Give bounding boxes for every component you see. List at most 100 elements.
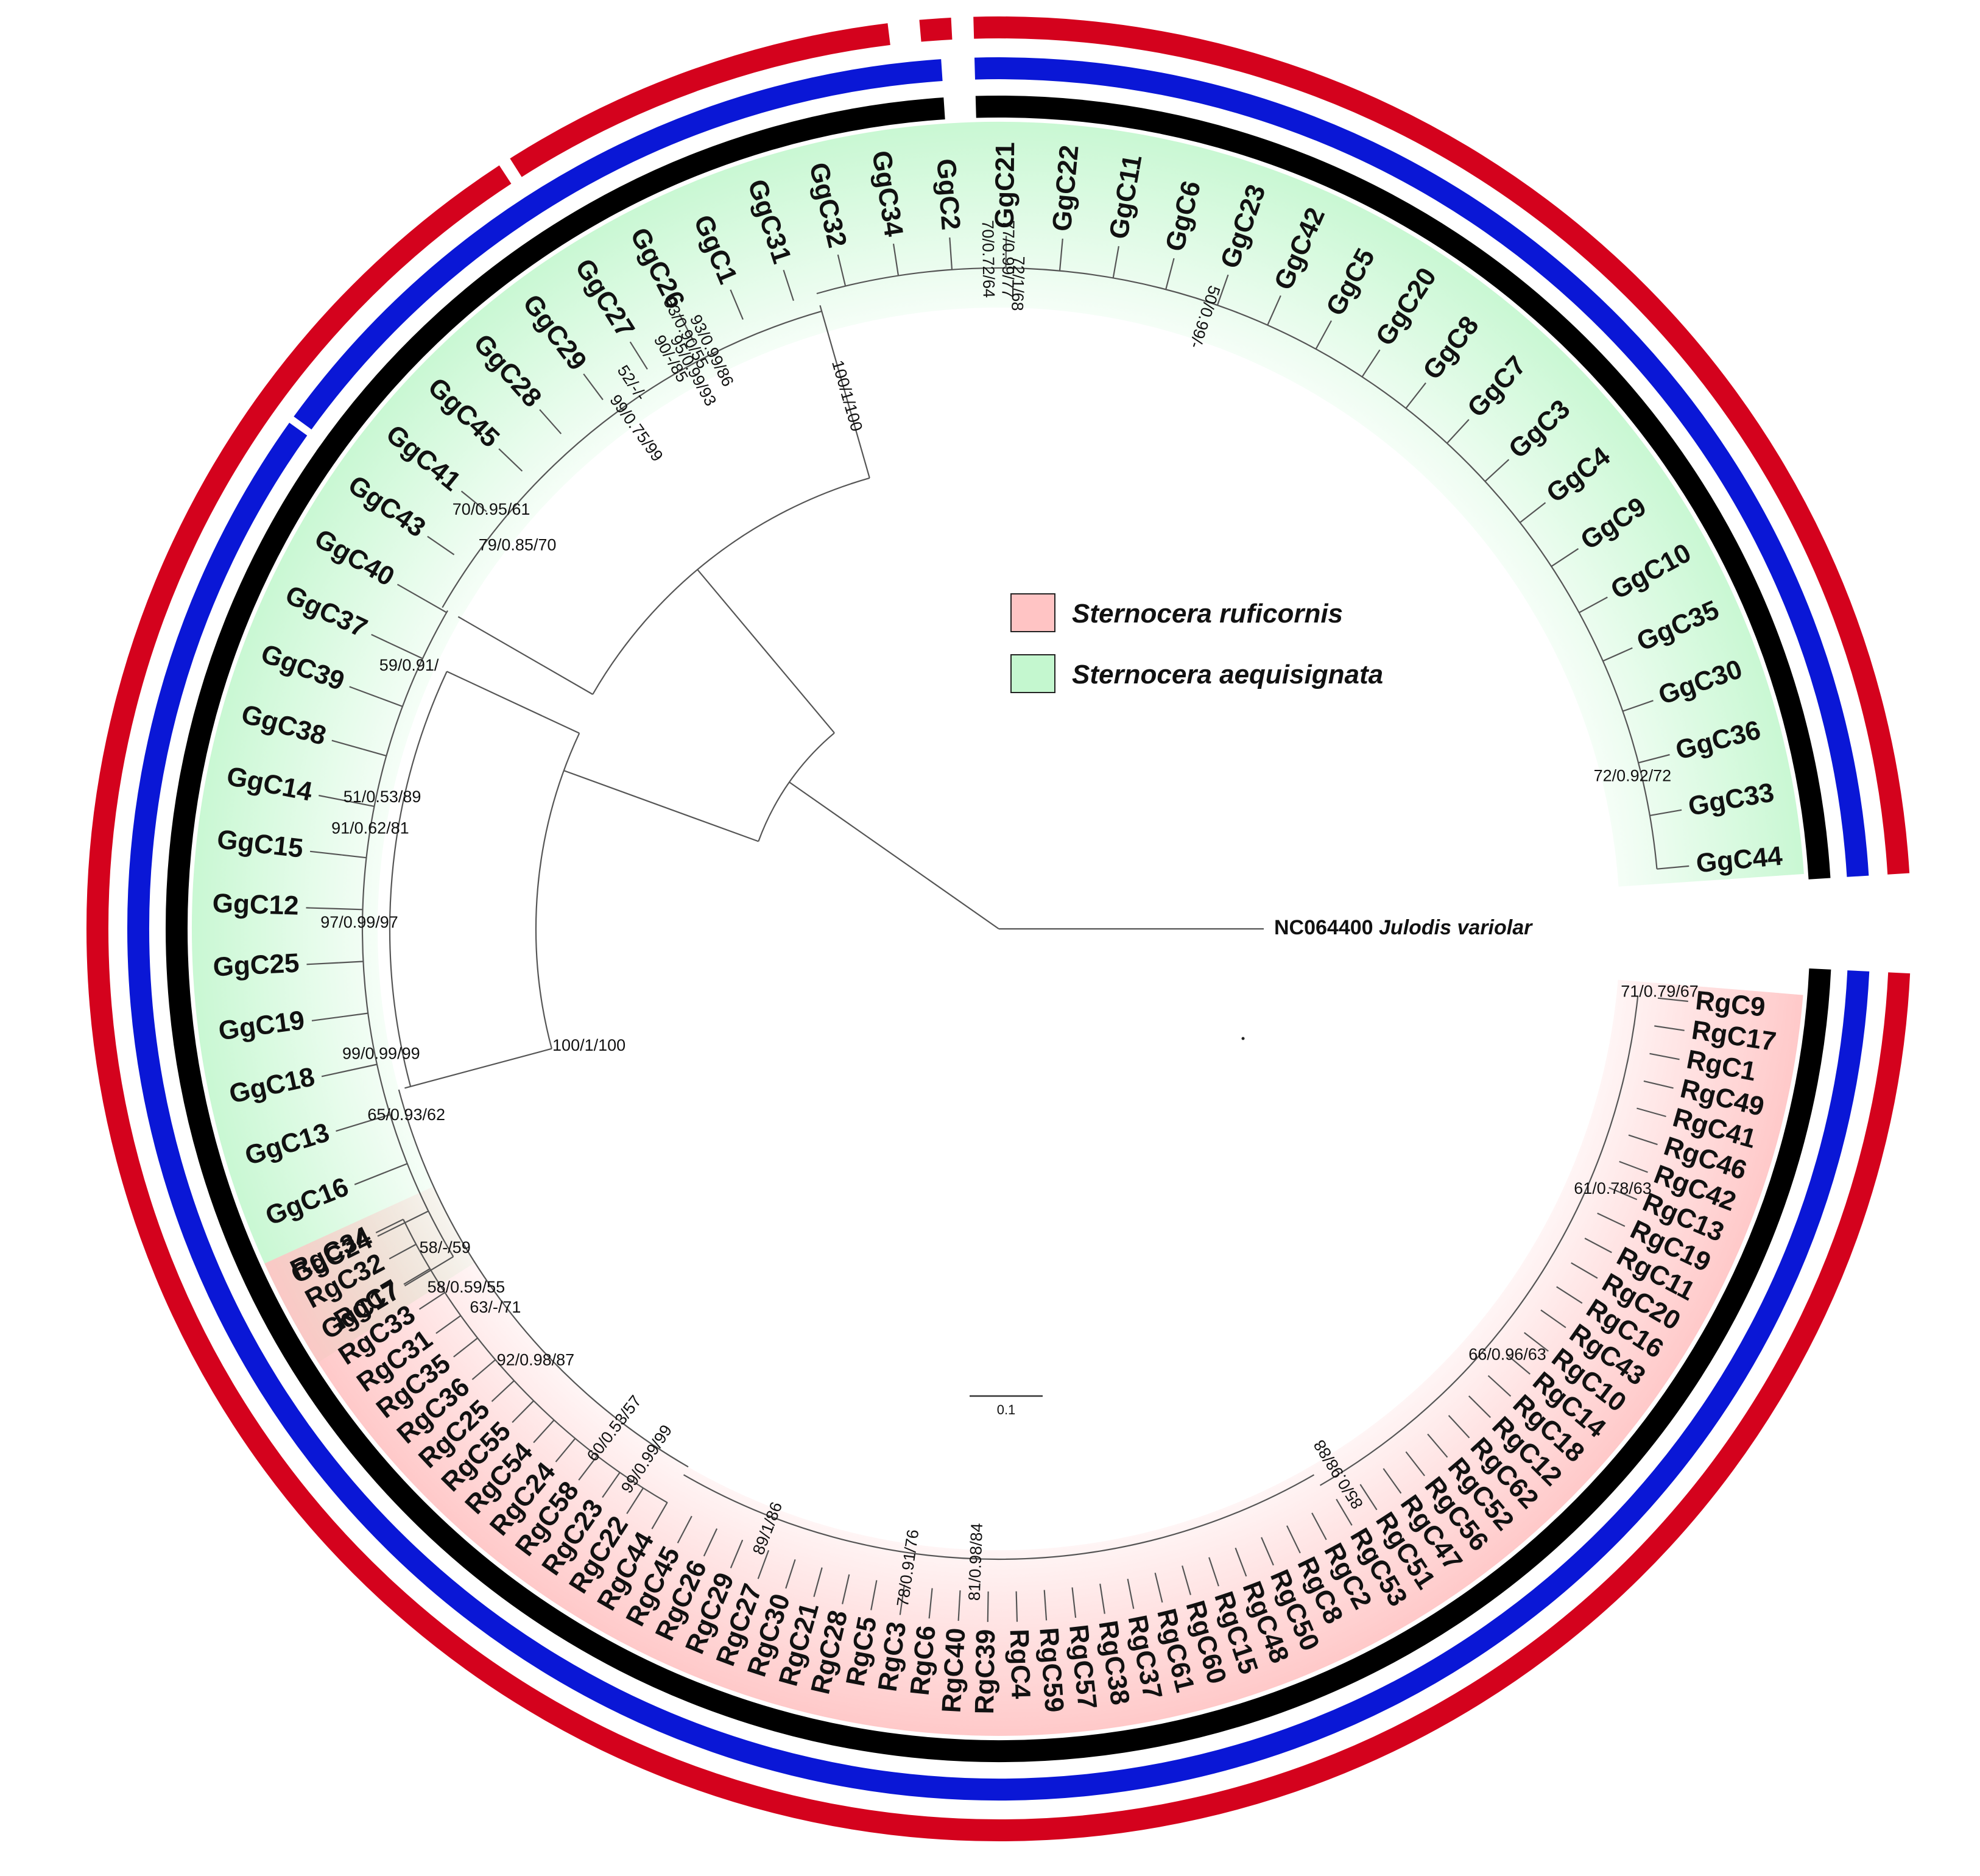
branch (1506, 1354, 1531, 1375)
tip-label: RgC4 (1004, 1629, 1036, 1700)
legend: Sternocera ruficornis Sternocera aequisi… (1010, 593, 1383, 693)
branch (539, 409, 562, 434)
branch (453, 1337, 478, 1358)
branch (1361, 349, 1381, 378)
branch (1520, 502, 1546, 523)
branch (1602, 647, 1633, 662)
branch (1336, 1498, 1353, 1526)
branch (396, 584, 426, 601)
branch (1286, 1525, 1301, 1554)
branch (1112, 246, 1119, 278)
branch (331, 739, 364, 750)
branch (389, 671, 448, 1087)
branch (1405, 382, 1426, 409)
branch (1383, 1468, 1402, 1494)
branch (344, 1012, 368, 1017)
branch (757, 1550, 770, 1579)
branch (678, 313, 695, 343)
branch (406, 1210, 429, 1223)
stray-dot (1241, 1037, 1245, 1040)
support-value: 58/-/59 (420, 1238, 471, 1257)
ptp-ring-label: PTP (1891, 906, 1911, 942)
branch (512, 1400, 534, 1423)
branch (342, 854, 367, 859)
outgroup-label: NC064400 Julodis variolar (1274, 916, 1533, 939)
branch (1182, 1565, 1191, 1595)
branch (1597, 1212, 1626, 1227)
branch (366, 1113, 390, 1123)
branch (377, 1221, 407, 1237)
branch (339, 961, 364, 964)
branch (309, 850, 342, 856)
branch (1216, 274, 1229, 306)
branch (306, 962, 339, 965)
branch (471, 1359, 496, 1380)
branch (899, 1584, 905, 1615)
branch (1319, 996, 1639, 1486)
branch (816, 267, 1658, 869)
support-value: 61/0.78/63 (1574, 1179, 1652, 1197)
support-value: 100/1/100 (828, 358, 866, 434)
branch (404, 1048, 552, 1089)
branch (1540, 1309, 1566, 1328)
branch (1608, 1187, 1638, 1201)
branch (362, 749, 387, 756)
branch (1059, 238, 1063, 271)
branch (1636, 1107, 1666, 1118)
abgd-ring-segment (166, 446, 1831, 1763)
branch (1267, 295, 1281, 326)
tree-branches (306, 236, 1689, 1622)
branch (1638, 753, 1670, 764)
branch (730, 1539, 744, 1568)
support-value: 70/0.95/61 (453, 500, 530, 518)
legend-swatch-ruficornis (1010, 593, 1055, 632)
branch (375, 1218, 404, 1233)
branch (703, 1528, 718, 1557)
support-value: 72/0.92/72 (1594, 766, 1672, 785)
branch (1643, 1080, 1674, 1089)
asap-ring-segment (294, 59, 943, 430)
branch (361, 610, 454, 1257)
tip-label: GgC12 (212, 889, 299, 921)
abgd-ring-label: ABGD (1812, 898, 1832, 951)
branch (498, 448, 523, 472)
tip-label: GgC25 (212, 948, 300, 982)
branch (1628, 1134, 1658, 1146)
branch (892, 244, 900, 276)
ptp-ring-segment (919, 18, 953, 42)
branch (758, 732, 835, 842)
legend-label-ruficornis: Sternocera ruficornis (1072, 599, 1343, 629)
branch (928, 1588, 933, 1619)
branch (425, 599, 447, 613)
branch (1622, 700, 1654, 712)
branch (949, 237, 953, 270)
branch (1487, 1375, 1512, 1397)
aequisignata-clade-background (191, 121, 1804, 1363)
tip-label: RgC59 (1034, 1626, 1069, 1713)
branch (1654, 1025, 1685, 1031)
branch (1127, 1578, 1135, 1609)
support-value: 97/0.99/97 (320, 913, 398, 931)
branch (435, 1315, 462, 1334)
branch (1427, 1433, 1448, 1458)
branch (460, 490, 487, 512)
branch (427, 535, 455, 555)
species-delimitation-rings (86, 16, 1911, 1841)
branch (1405, 1451, 1425, 1476)
branch (1556, 1286, 1583, 1304)
branch (813, 1567, 823, 1597)
branch (379, 697, 403, 707)
branch (1359, 1484, 1378, 1511)
outgroup-species: Julodis variolar (1379, 916, 1533, 939)
tip-label: GgC21 (990, 142, 1020, 228)
branch (1154, 1573, 1163, 1603)
branch (1315, 320, 1332, 350)
support-value: 81/0.98/84 (965, 1523, 986, 1601)
branch (1099, 1584, 1105, 1614)
support-value: 91/0.62/81 (331, 819, 409, 838)
branch (1208, 1557, 1219, 1587)
branch (785, 1559, 796, 1589)
asap-ring-segment (974, 57, 1869, 877)
branch (321, 1068, 354, 1077)
support-value: 72/1/68 (1008, 256, 1028, 311)
